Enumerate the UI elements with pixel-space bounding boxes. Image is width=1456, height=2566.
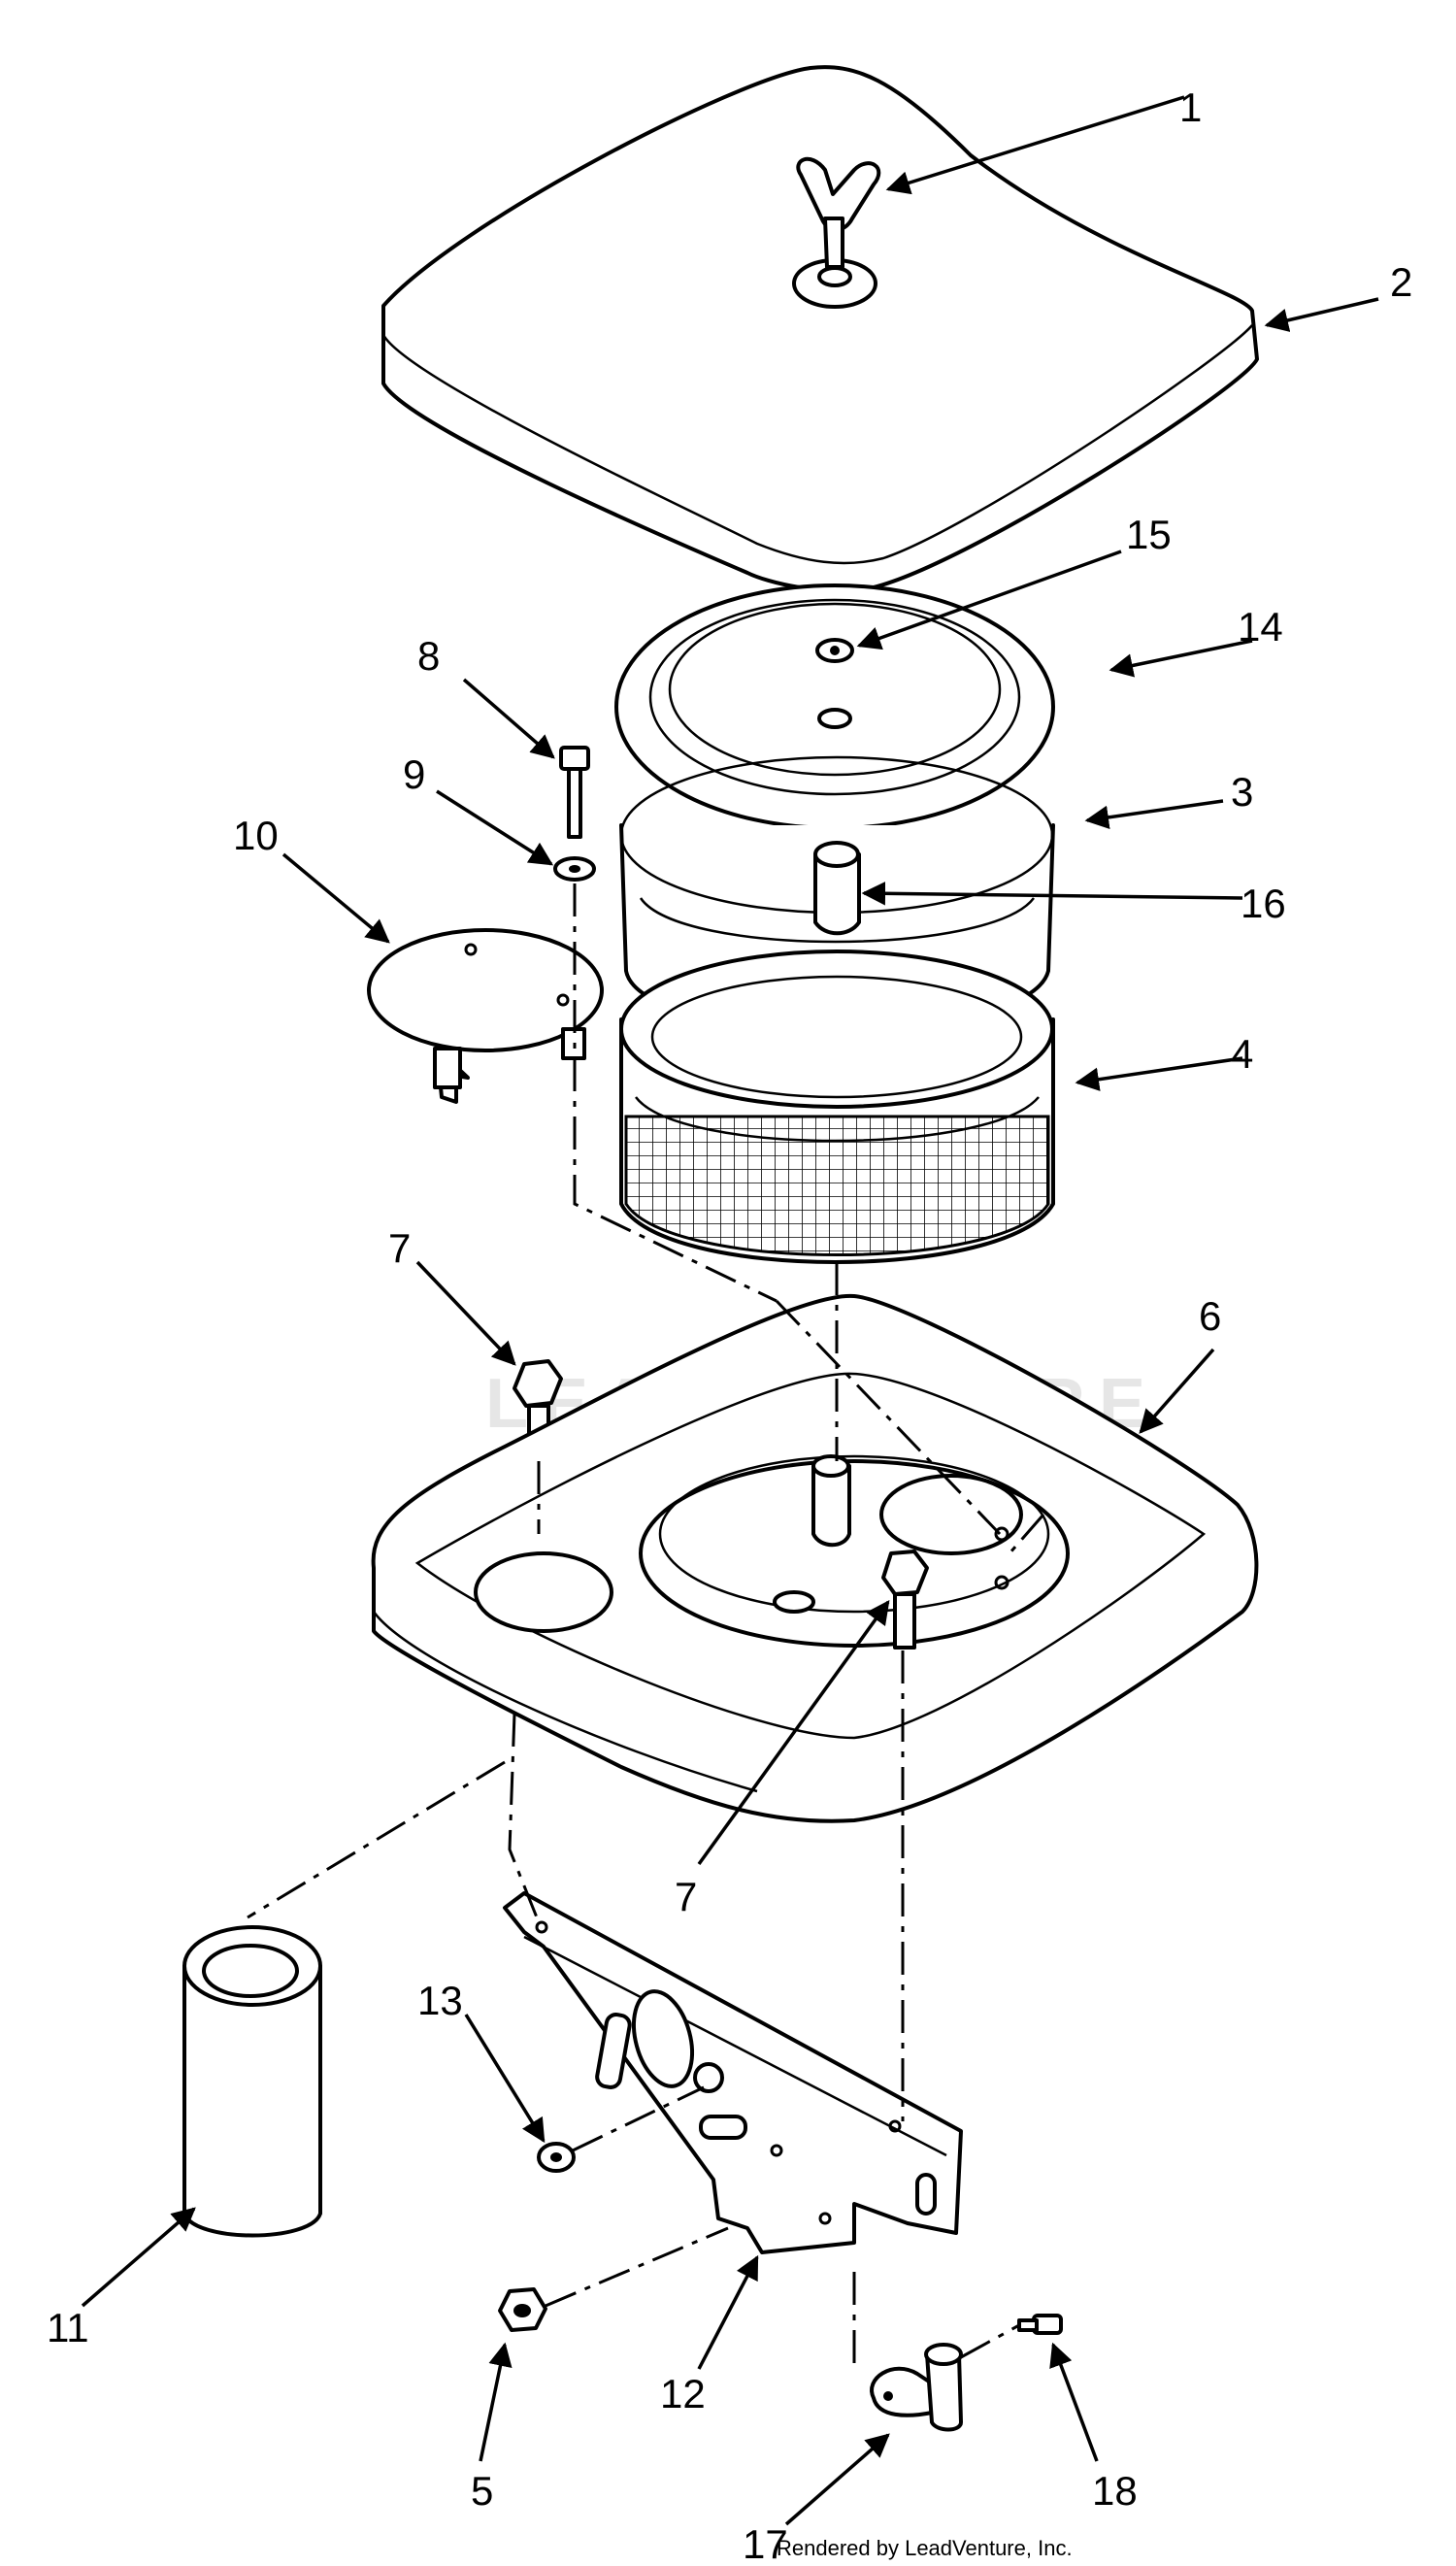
washer [553, 856, 596, 882]
callout-11: 11 [47, 2305, 89, 2350]
spacer-tube [813, 841, 861, 936]
callout-8: 8 [417, 633, 440, 679]
callout-13: 13 [417, 1978, 463, 2023]
callout-1: 1 [1179, 84, 1202, 130]
wing-nut [792, 156, 881, 309]
callout-5: 5 [471, 2468, 493, 2514]
pre-cleaner-ring [614, 583, 1055, 830]
hose-clamp [870, 2343, 963, 2432]
callout-7-upper: 7 [388, 1225, 411, 1271]
callout-10: 10 [233, 813, 279, 858]
screw [559, 746, 590, 839]
callout-7-lower: 7 [675, 1874, 697, 1919]
filter-element [619, 950, 1055, 1264]
callout-4: 4 [1231, 1031, 1253, 1077]
clamp-screw [1017, 2314, 1063, 2335]
assembly-lines [247, 883, 1045, 2369]
callout-18: 18 [1092, 2468, 1138, 2514]
callout-15: 15 [1126, 512, 1172, 557]
center-hole [817, 708, 852, 729]
intake-tube [182, 1925, 322, 2238]
mounting-bracket [503, 1891, 963, 2254]
lock-nut-small [537, 2142, 576, 2173]
callout-3: 3 [1231, 769, 1253, 815]
callout-9: 9 [403, 751, 425, 797]
render-credit: Rendered by LeadVenture, Inc. [777, 2536, 1073, 2560]
callout-labels: 1 2 15 14 8 9 3 16 10 4 7 6 7 13 11 12 5… [47, 84, 1412, 2566]
hex-nut [498, 2287, 547, 2332]
air-cleaner-base [371, 1293, 1259, 1823]
callout-16: 16 [1241, 881, 1286, 926]
leader-lines [81, 95, 1379, 2526]
seal-nut [815, 638, 854, 663]
callout-2: 2 [1390, 259, 1412, 305]
callout-14: 14 [1238, 604, 1283, 650]
callout-17: 17 [743, 2521, 788, 2566]
hex-bolt-lower [881, 1550, 929, 1650]
cover-plate [367, 928, 604, 1104]
air-cleaner-cover [381, 65, 1259, 593]
callout-12: 12 [660, 2371, 706, 2416]
callout-6: 6 [1199, 1293, 1221, 1339]
